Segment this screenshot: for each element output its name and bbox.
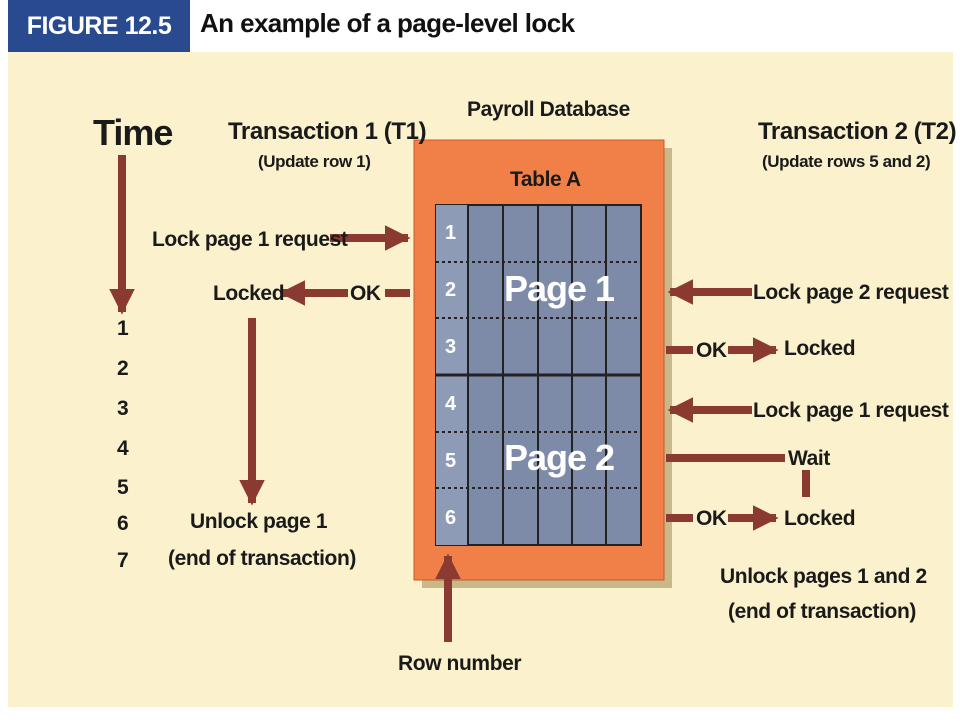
row-label: 3 — [445, 336, 457, 358]
arrows — [109, 155, 810, 642]
table-title: Table A — [510, 168, 581, 191]
t2-subtitle: (Update rows 5 and 2) — [762, 152, 931, 171]
row-label: 1 — [445, 222, 457, 244]
t2-lock-page1-request: Lock page 1 request — [753, 399, 949, 422]
t1-unlock: Unlock page 1 — [190, 510, 328, 533]
time-tick: 3 — [117, 397, 129, 420]
time-tick: 7 — [117, 549, 129, 572]
t2-unlock: Unlock pages 1 and 2 — [720, 565, 927, 588]
t2-unlock-note: (end of transaction) — [728, 600, 917, 623]
row-label: 4 — [445, 393, 457, 415]
t2-locked1: Locked — [784, 337, 856, 360]
t2-wait: Wait — [788, 447, 830, 470]
t2-lock-page2-request: Lock page 2 request — [753, 281, 949, 304]
time-tick: 6 — [117, 512, 129, 535]
row-label: 5 — [445, 450, 457, 472]
row-number-label: Row number — [398, 652, 522, 675]
t1-title: Transaction 1 (T1) — [228, 118, 427, 145]
t1-subtitle: (Update row 1) — [258, 152, 371, 171]
time-tick: 1 — [117, 317, 129, 340]
time-tick: 4 — [117, 437, 129, 460]
t1-locked: Locked — [213, 282, 285, 305]
page-label: Page 1 — [504, 268, 615, 309]
row-label: 6 — [445, 507, 457, 529]
t2-title: Transaction 2 (T2) — [758, 118, 957, 145]
figure-caption: An example of a page-level lock — [200, 8, 575, 38]
t2-ok2: OK — [696, 507, 727, 530]
time-tick: 2 — [117, 357, 129, 380]
t2-ok1: OK — [696, 339, 727, 362]
t1-unlock-note: (end of transaction) — [168, 547, 357, 570]
row-divider-lines — [436, 261, 641, 489]
row-label: 2 — [445, 279, 457, 301]
t1-ok: OK — [350, 282, 381, 305]
figure-badge: FIGURE 12.5 — [8, 0, 190, 52]
time-label: Time — [93, 112, 173, 153]
page-label: Page 2 — [504, 437, 615, 478]
database-title: Payroll Database — [467, 98, 630, 121]
t2-locked2: Locked — [784, 507, 856, 530]
t1-lock-request: Lock page 1 request — [152, 228, 348, 251]
time-tick: 5 — [117, 476, 129, 499]
